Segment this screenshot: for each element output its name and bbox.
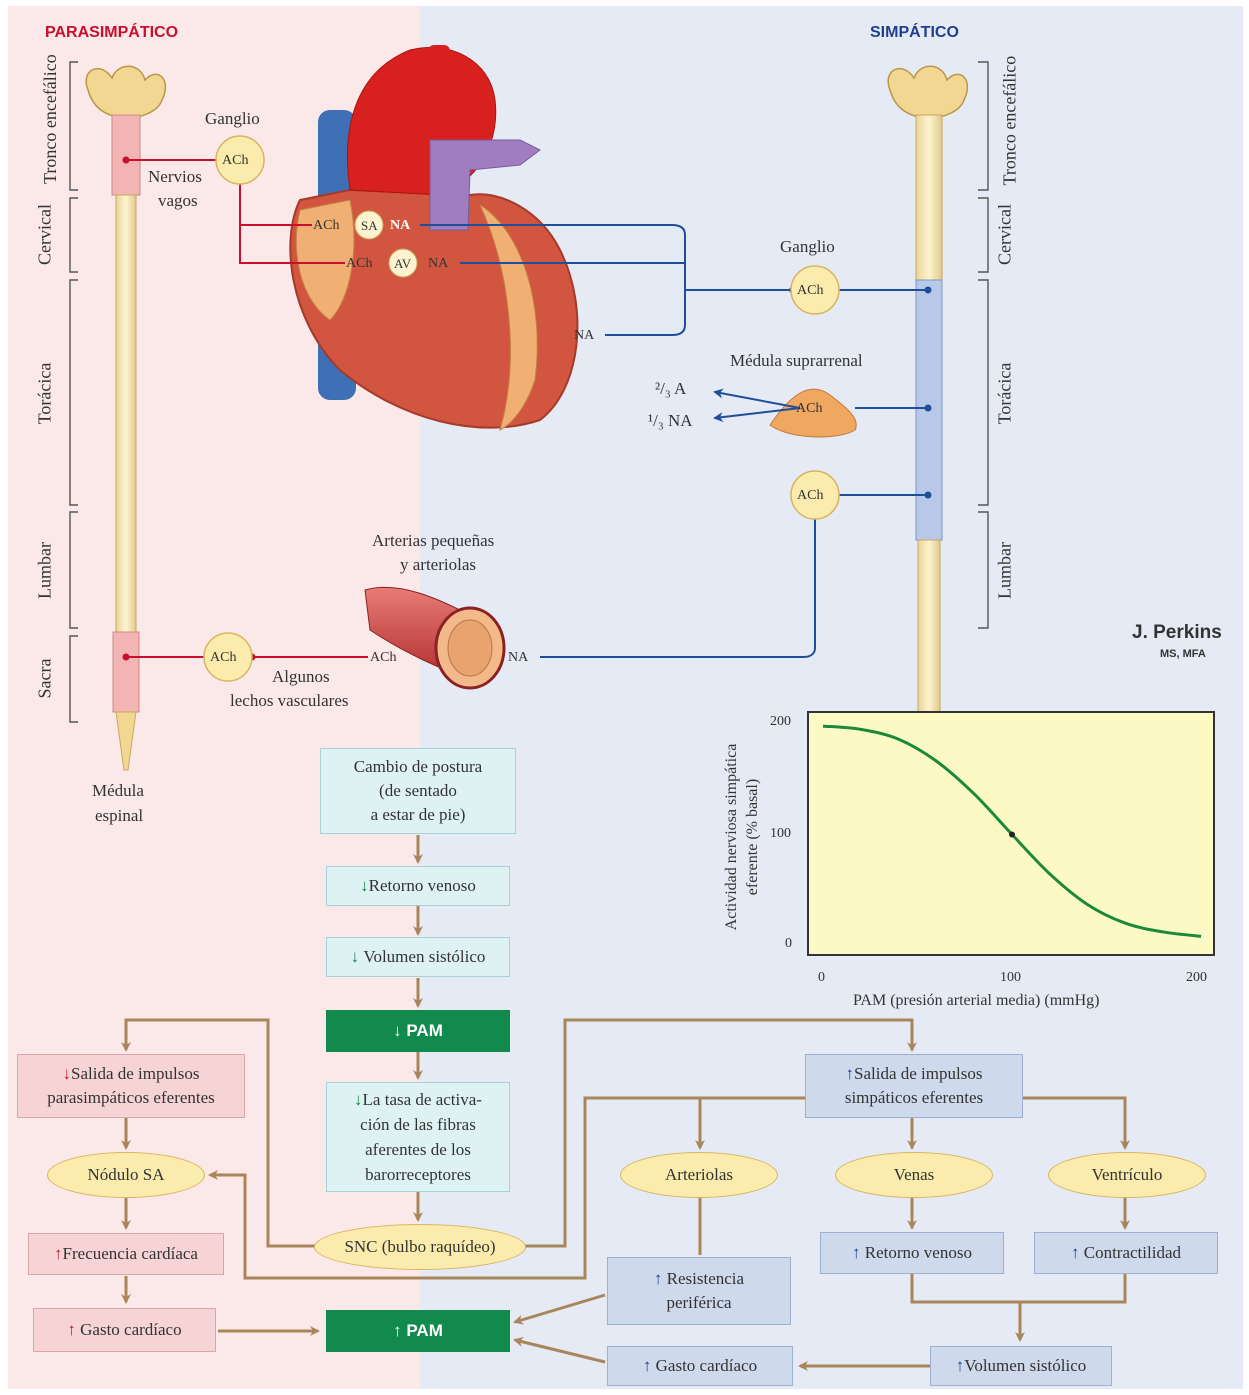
region-label-brainstem-right: Tronco encefálico (1000, 66, 1021, 186)
label-ach-ganglio-right: ACh (797, 280, 823, 302)
label-arteriolas: y arteriolas (400, 554, 476, 576)
box-gasto-cardiaco-left: ↑ Gasto cardíaco (33, 1308, 216, 1352)
label-espinal: espinal (95, 805, 143, 827)
up-arrow-icon: ↑ (393, 1319, 402, 1343)
label-sa-node: SA (361, 215, 378, 237)
up-arrow-icon: ↑ (67, 1318, 76, 1342)
up-arrow-icon: ↑ (643, 1354, 652, 1378)
artery-illustration (365, 587, 504, 688)
box-retorno-venoso-down: ↓Retorno venoso (326, 866, 510, 906)
label-two-thirds-a: ²/₃ A (655, 378, 686, 400)
region-label-lumbar-left: Lumbar (35, 516, 56, 626)
label-na-artery: NA (508, 647, 528, 669)
label-ganglio-right: Ganglio (780, 236, 835, 258)
box-salida-simpaticos: ↑Salida de impulsos simpáticos eferentes (805, 1054, 1023, 1118)
y-tick-200: 200 (770, 714, 791, 730)
box-salida-parasimpaticos: ↓Salida de impulsos parasimpáticos efere… (17, 1054, 245, 1118)
up-arrow-icon: ↑ (852, 1241, 861, 1265)
label-nervios: Nervios (148, 166, 202, 188)
up-arrow-icon: ↑ (54, 1242, 63, 1266)
box-contractilidad: ↑ Contractilidad (1034, 1232, 1218, 1274)
label-ach-sa: ACh (313, 215, 339, 237)
region-brackets-left (70, 62, 78, 722)
box-frecuencia-cardiaca: ↑Frecuencia cardíaca (28, 1233, 224, 1275)
box-volumen-sistolico-down: ↓ Volumen sistólico (326, 937, 510, 977)
header-sympathetic: SIMPÁTICO (870, 24, 959, 42)
label-av-node: AV (394, 253, 411, 275)
heart-illustration (290, 45, 577, 430)
box-retorno-venoso-up: ↑ Retorno venoso (820, 1232, 1004, 1274)
label-medula: Médula (92, 780, 144, 802)
label-ach-ganglio-left: ACh (222, 150, 248, 172)
label-na-sa: NA (390, 215, 410, 237)
region-label-lumbar-right: Lumbar (995, 516, 1016, 626)
spinal-cord-right (888, 66, 967, 715)
label-one-third-na: ¹/₃ NA (648, 410, 693, 432)
header-parasympathetic: PARASIMPÁTICO (45, 24, 178, 42)
label-medula-suprarrenal: Médula suprarrenal (730, 350, 863, 372)
box-volumen-sistolico-up: ↑Volumen sistólico (930, 1346, 1112, 1386)
box-pam-up: ↑ PAM (326, 1310, 510, 1352)
y-tick-0: 0 (785, 936, 792, 952)
up-arrow-icon: ↑ (654, 1269, 663, 1288)
signature-name: J. Perkins (1132, 622, 1222, 644)
label-na-ventricle: NA (574, 325, 594, 347)
up-arrow-icon: ↑ (1071, 1241, 1080, 1265)
label-vagos: vagos (158, 190, 198, 212)
label-algunos: Algunos (272, 666, 330, 688)
oval-ventriculo: Ventrículo (1048, 1152, 1206, 1198)
box-gasto-cardiaco-right: ↑ Gasto cardíaco (607, 1346, 793, 1386)
label-ach-adrenal: ACh (796, 398, 822, 420)
signature-title: MS, MFA (1160, 648, 1206, 660)
down-arrow-icon: ↓ (360, 874, 369, 898)
up-arrow-icon: ↑ (846, 1064, 855, 1083)
chart-midpoint-marker (1009, 832, 1015, 838)
up-arrow-icon: ↑ (956, 1354, 965, 1378)
region-brackets-right (978, 62, 988, 628)
label-arterias: Arterias pequeñas (372, 530, 494, 552)
chart-y-label-2: eferente (% basal) (744, 717, 762, 957)
label-lechos-vasculares: lechos vasculares (230, 690, 348, 712)
box-resistencia-periferica: ↑ Resistencia periférica (607, 1257, 791, 1325)
label-na-av: NA (428, 253, 448, 275)
region-label-cervical-left: Cervical (35, 180, 56, 290)
label-ach-av: ACh (346, 253, 372, 275)
x-tick-0: 0 (818, 970, 825, 986)
down-arrow-icon: ↓ (351, 945, 360, 969)
region-label-sacral-left: Sacra (35, 624, 56, 734)
chart-y-label-1: Actividad nerviosa simpática (723, 717, 741, 957)
x-tick-100: 100 (1000, 970, 1021, 986)
oval-snc: SNC (bulbo raquídeo) (314, 1224, 526, 1270)
label-ach-ganglio-sacral: ACh (210, 647, 236, 669)
oval-nodulo-sa: Nódulo SA (47, 1152, 205, 1198)
region-label-thoracic-left: Torácica (35, 339, 56, 449)
down-arrow-icon: ↓ (63, 1064, 72, 1083)
chart-x-label: PAM (presión arterial media) (mmHg) (853, 990, 1099, 1012)
oval-arteriolas: Arteriolas (620, 1152, 778, 1198)
x-tick-200: 200 (1186, 970, 1207, 986)
label-ach-artery: ACh (370, 647, 396, 669)
chart-plot-area (807, 711, 1215, 956)
down-arrow-icon: ↓ (393, 1019, 402, 1043)
region-label-thoracic-right: Torácica (995, 339, 1016, 449)
box-pam-down: ↓ PAM (326, 1010, 510, 1052)
down-arrow-icon: ↓ (354, 1090, 363, 1109)
chart-svg (809, 713, 1213, 954)
region-label-cervical-right: Cervical (995, 180, 1016, 290)
region-label-brainstem-left: Tronco encefálico (41, 64, 59, 184)
label-ach-ganglio-lower: ACh (797, 485, 823, 507)
label-ganglio-left: Ganglio (205, 108, 260, 130)
chart-series-line (823, 726, 1201, 936)
oval-venas: Venas (835, 1152, 993, 1198)
y-tick-100: 100 (770, 826, 791, 842)
